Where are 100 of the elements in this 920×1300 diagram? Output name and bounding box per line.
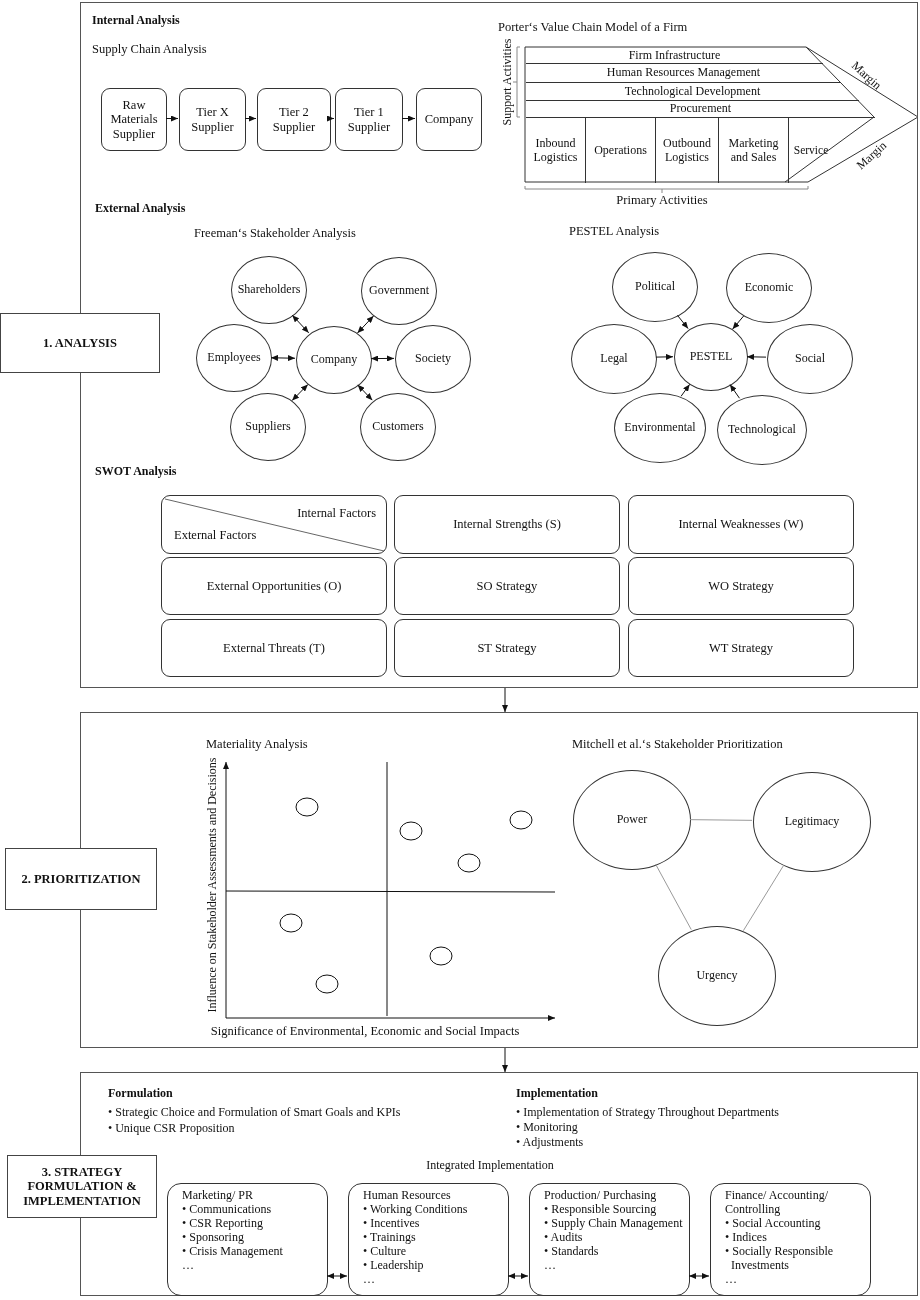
caption-text: Supply Chain Analysis [92, 42, 207, 57]
list-item: • Trainings [363, 1230, 417, 1244]
arrow [370, 355, 395, 362]
caption-text: Materiality Analysis [206, 737, 308, 752]
arrow [401, 115, 416, 122]
swot-cell [628, 495, 854, 554]
section-label-box [0, 313, 160, 373]
node-text: Tier X Supplier [190, 105, 235, 134]
caption-text: Significance of Environmental, Economic and Social Impacts [210, 1023, 520, 1039]
list-item: • Responsible Sourcing [544, 1202, 658, 1216]
node-text: WT Strategy [709, 640, 773, 656]
node-text: Tier 2 Supplier [271, 105, 317, 134]
list-item: • Standards [544, 1244, 600, 1258]
arrow [357, 384, 373, 401]
node-text: External Threats (T) [223, 640, 325, 656]
rotated-label: Support Activities [501, 38, 515, 126]
list-item: … [363, 1272, 376, 1286]
department-heading: Marketing/ PR [182, 1188, 254, 1202]
caption-text: Mitchell et al.‘s Stakeholder Prioritization [572, 737, 783, 752]
node-text: Legal [600, 352, 628, 366]
arrow [291, 384, 309, 401]
node-text: External Opportunities (O) [206, 578, 342, 594]
node-text: Government [369, 284, 429, 298]
node-text: Environmental [624, 421, 696, 435]
arrow [327, 115, 335, 122]
node-text: ST Strategy [477, 640, 537, 656]
caption-text: Integrated Implementation [426, 1159, 554, 1173]
node-text: Service [793, 143, 829, 158]
arrow [270, 354, 296, 362]
arrow [680, 383, 691, 397]
list-item: • Audits [544, 1230, 584, 1244]
node-text: Social [795, 352, 825, 366]
list-item: • Incentives [363, 1216, 421, 1230]
section-label-box [7, 1155, 157, 1218]
supply-chain-box [101, 88, 167, 151]
caption-text: • Strategic Choice and Formulation of Smart Goals and KPIs [108, 1106, 401, 1120]
department-box [167, 1183, 328, 1296]
department-box [348, 1183, 509, 1296]
caption-text: Primary Activities [616, 192, 708, 208]
value-chain-band [526, 101, 875, 118]
rotated-label: Influence on Stakeholder Assessments and Decisions [206, 757, 220, 1013]
node-text: Technological Development [624, 84, 761, 99]
arrow [244, 115, 257, 122]
section-heading: Implementation [516, 1087, 598, 1101]
node-text: Tier 1 Supplier [346, 105, 392, 134]
node-text: Legitimacy [784, 815, 840, 829]
node-text: Technological [728, 423, 796, 437]
arrow [729, 384, 740, 399]
list-item: • Socially Responsible Investments [725, 1244, 835, 1272]
swot-cell [628, 557, 854, 615]
node-text: Outbound Logistics [662, 136, 712, 165]
list-item: • Working Conditions [363, 1202, 469, 1216]
supply-chain-box [416, 88, 482, 151]
node-text: Inbound Logistics [532, 136, 579, 165]
node-text: Customers [372, 420, 424, 434]
supply-chain-box [257, 88, 331, 151]
arrow [688, 1273, 710, 1279]
node-text: WO Strategy [708, 578, 774, 594]
swot-cell [394, 619, 620, 677]
node-text: 2. PRIORITIZATION [21, 871, 141, 887]
node-text: Urgency [696, 969, 738, 983]
node-text: Operations [594, 143, 647, 158]
supply-chain-box [335, 88, 403, 151]
swot-cell [394, 557, 620, 615]
arrow [507, 1273, 529, 1279]
swot-cell [161, 619, 387, 677]
list-item: … [544, 1258, 557, 1272]
node-text: PESTEL [689, 350, 733, 364]
node-text: Company [424, 112, 474, 127]
node-text: Internal Strengths (S) [453, 517, 561, 532]
section-label-box [5, 848, 157, 910]
arrow [676, 314, 689, 330]
department-box [529, 1183, 690, 1296]
node-text: Human Resources Management [606, 66, 761, 80]
swot-cell [394, 495, 620, 554]
list-item: • Indices [725, 1230, 768, 1244]
arrow [326, 1273, 348, 1279]
department-box [710, 1183, 871, 1296]
arrow [502, 1047, 508, 1073]
arrow [655, 353, 674, 360]
node-text: Internal Factors [297, 506, 376, 521]
node-text: SO Strategy [476, 578, 538, 594]
node-text: External Factors [174, 528, 257, 543]
arrow [746, 353, 767, 360]
node-text: Procurement [669, 102, 732, 116]
swot-cell [161, 557, 387, 615]
swot-cell [628, 619, 854, 677]
node-text: Economic [744, 281, 794, 295]
node-text: Employees [207, 351, 261, 365]
node-text: Marketing and Sales [727, 136, 780, 165]
node-text: Raw Materials Supplier [109, 97, 159, 142]
section-heading: Internal Analysis [92, 14, 180, 28]
node-text: Firm Infrastructure [628, 48, 721, 63]
department-heading: Human Resources [363, 1188, 452, 1202]
node-text: Political [635, 280, 675, 294]
caption-text: PESTEL Analysis [569, 224, 660, 239]
node-text: Shareholders [237, 283, 301, 297]
connector-line [655, 863, 692, 931]
list-item: … [182, 1258, 195, 1272]
arrow [291, 314, 310, 334]
